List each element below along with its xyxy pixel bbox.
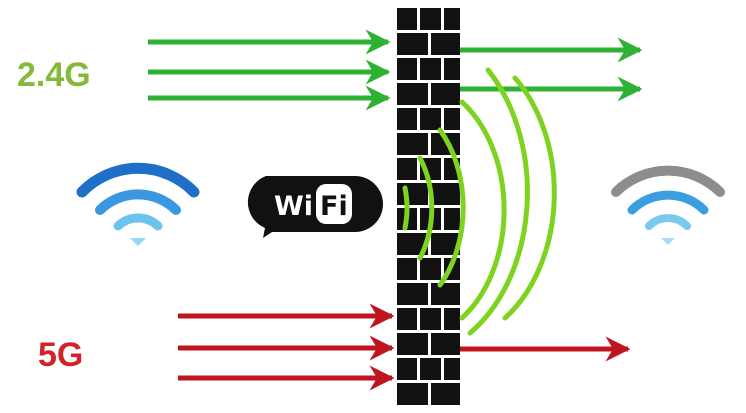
brick-mortar-joint [428, 233, 431, 255]
band-24g-label: 2.4G [17, 56, 91, 94]
wifi-arc-middle [627, 190, 709, 215]
brick-mortar-joint [417, 208, 420, 230]
wifi-signal-icon [76, 162, 200, 246]
wave-arc-1 [402, 185, 410, 231]
brick-mortar-joint [417, 58, 420, 80]
wifi-arc-middle [95, 189, 181, 215]
wave-arc-5 [467, 67, 530, 336]
band-24g-incoming-arrows [148, 29, 391, 111]
wifi-dot [661, 238, 675, 245]
brick-mortar-joint [428, 33, 431, 55]
wifi-logo-icon: Wi Fi [247, 176, 383, 238]
brick-mortar-joint [441, 158, 444, 180]
brick-mortar-joint [441, 8, 444, 30]
brick-mortar-row [397, 155, 460, 158]
signal-waves [402, 67, 557, 336]
brick-mortar-row [397, 30, 460, 33]
brick-mortar-joint [441, 58, 444, 80]
brick-wall-icon [397, 8, 460, 408]
brick-mortar-joint [441, 308, 444, 330]
wifi-logo-fi-box [316, 184, 352, 224]
brick-mortar-joint [428, 383, 431, 405]
band-5g-label: 5G [38, 336, 83, 374]
wifi-arc-outer-grey [611, 165, 725, 197]
wifi-dot [130, 238, 146, 246]
wifi-logo-bubble [247, 176, 383, 238]
brick-mortar-joint [417, 108, 420, 130]
brick-mortar-joint [441, 108, 444, 130]
wave-arc-6 [502, 75, 557, 321]
brick-mortar-row [397, 305, 460, 308]
wifi-arc-inner [645, 214, 691, 230]
brick-mortar-joint [428, 283, 431, 305]
wave-arc-4 [459, 99, 507, 321]
brick-mortar-joint [417, 358, 420, 380]
band-24g-outgoing-arrows [458, 37, 643, 102]
brick-mortar-joint [428, 333, 431, 355]
brick-mortar-joint [417, 308, 420, 330]
brick-mortar-row [397, 355, 460, 358]
brick-mortar-joint [428, 83, 431, 105]
wifi-logo-text-fi: Fi [320, 191, 348, 222]
brick-mortar-joint [428, 133, 431, 155]
brick-mortar-row [397, 205, 460, 208]
wifi-arc-outer [76, 162, 200, 198]
wifi-arc-inner [113, 213, 163, 231]
wave-arc-3 [437, 127, 466, 288]
brick-mortar-joint [417, 158, 420, 180]
brick-mortar-row [397, 130, 460, 133]
brick-mortar-joint [441, 208, 444, 230]
brick-mortar-joint [441, 258, 444, 280]
wave-arc-2 [417, 155, 435, 261]
brick-mortar-joint [441, 358, 444, 380]
brick-mortar-row [397, 280, 460, 283]
brick-mortar-row [397, 405, 460, 408]
brick-mortar-row [397, 55, 460, 58]
brick-mortar-row [397, 330, 460, 333]
brick-mortar-row [397, 255, 460, 258]
brick-mortar-row [397, 105, 460, 108]
brick-mortar-row [397, 80, 460, 83]
brick-mortar-joint [417, 8, 420, 30]
wifi-logo-text-wi: Wi [274, 191, 313, 222]
band-5g-incoming-arrows [178, 303, 395, 391]
brick-mortar-joint [417, 258, 420, 280]
wifi-signal-icon-right [611, 165, 725, 245]
brick-mortar-row [397, 380, 460, 383]
